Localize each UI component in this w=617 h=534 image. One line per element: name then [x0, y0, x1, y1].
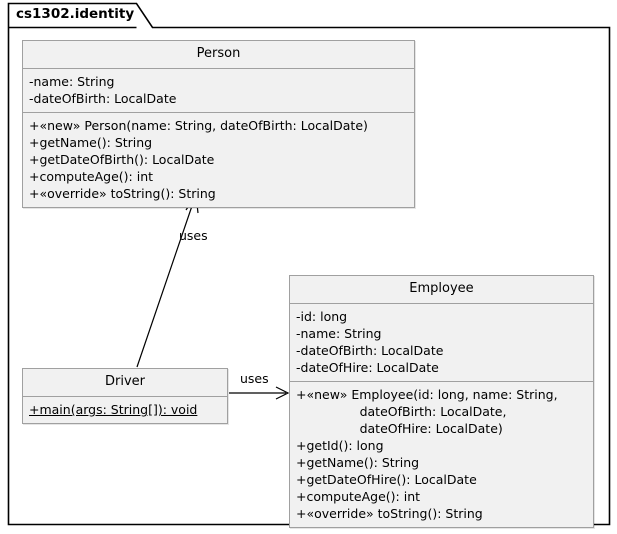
attribute-row: -id: long — [296, 309, 348, 324]
attribute-row: -name: String — [29, 74, 115, 89]
operation-row: +«new» Employee(id: long, name: String, — [296, 387, 558, 402]
connector-driver-uses-person — [136, 193, 199, 368]
operation-row: dateOfHire: LocalDate) — [296, 421, 503, 436]
relationship-label-driver-uses-employee: uses — [240, 371, 269, 386]
class-title-employee: Employee — [290, 276, 593, 304]
class-box-person[interactable]: Person -name: String -dateOfBirth: Local… — [22, 40, 415, 208]
class-title-driver: Driver — [23, 369, 227, 397]
operation-row: +main(args: String[]): void — [29, 402, 198, 417]
operation-row: +«override» toString(): String — [29, 186, 216, 201]
operation-row: +getId(): long — [296, 438, 384, 453]
class-operations-person: +«new» Person(name: String, dateOfBirth:… — [23, 113, 414, 207]
operation-row: +getName(): String — [296, 455, 420, 470]
operation-row: +computeAge(): int — [296, 489, 421, 504]
operation-row: +getName(): String — [29, 135, 153, 150]
class-title-person: Person — [23, 41, 414, 69]
class-box-employee[interactable]: Employee -id: long -name: String -dateOf… — [289, 275, 594, 528]
attribute-row: -dateOfBirth: LocalDate — [29, 91, 177, 106]
operation-row: +«new» Person(name: String, dateOfBirth:… — [29, 118, 368, 133]
attribute-row: -dateOfBirth: LocalDate — [296, 343, 444, 358]
operation-row: +computeAge(): int — [29, 169, 154, 184]
operation-row: dateOfBirth: LocalDate, — [296, 404, 507, 419]
class-attributes-person: -name: String -dateOfBirth: LocalDate — [23, 69, 414, 113]
operation-row: +getDateOfBirth(): LocalDate — [29, 152, 215, 167]
relationship-label-driver-uses-person: uses — [179, 228, 208, 243]
package-name-label: cs1302.identity — [16, 6, 135, 22]
connector-driver-uses-employee — [229, 386, 290, 400]
class-operations-employee: +«new» Employee(id: long, name: String, … — [290, 382, 593, 527]
attribute-row: -dateOfHire: LocalDate — [296, 360, 439, 375]
class-attributes-employee: -id: long -name: String -dateOfBirth: Lo… — [290, 304, 593, 382]
operation-row: +getDateOfHire(): LocalDate — [296, 472, 477, 487]
attribute-row: -name: String — [296, 326, 382, 341]
class-box-driver[interactable]: Driver +main(args: String[]): void — [22, 368, 228, 424]
operation-row: +«override» toString(): String — [296, 506, 483, 521]
class-operations-driver: +main(args: String[]): void — [23, 397, 227, 423]
